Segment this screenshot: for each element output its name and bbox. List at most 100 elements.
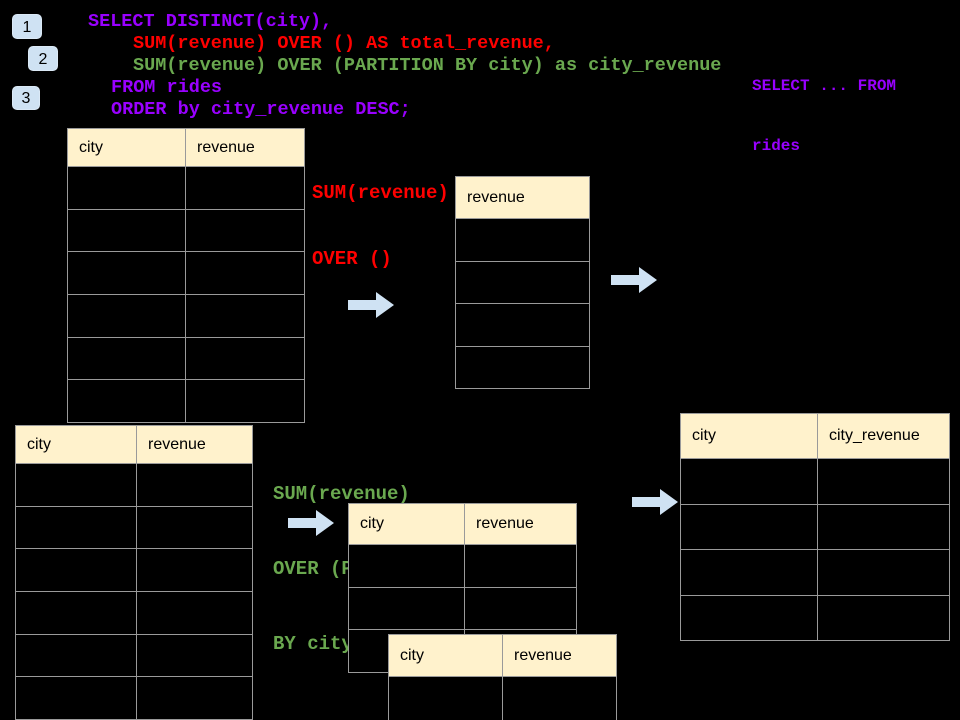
table-cell-empty — [456, 262, 589, 304]
table-cell-empty — [68, 337, 186, 380]
step-badge-2: 2 — [28, 46, 58, 71]
table-total-revenue-result: revenue — [455, 176, 590, 389]
table-cell-empty — [818, 459, 949, 504]
table-cell-empty — [137, 549, 252, 591]
arrow-partition-step-icon — [288, 510, 334, 536]
sql-line-order-by: ORDER by city_revenue DESC; — [111, 99, 411, 120]
table-row — [68, 295, 304, 338]
table-row — [681, 459, 949, 505]
table-header-row: city revenue — [68, 129, 304, 167]
table-cell-empty — [68, 167, 186, 209]
column-header-city: city — [389, 635, 503, 676]
column-header-city-revenue: city_revenue — [829, 427, 920, 444]
table-row — [16, 549, 252, 593]
table-cell-empty — [16, 549, 137, 592]
table-header-row: city revenue — [389, 635, 616, 677]
table-cell-empty — [68, 209, 186, 252]
table-row — [389, 677, 616, 720]
table-cell-empty — [681, 504, 818, 549]
table-cell-empty — [137, 592, 252, 634]
table-row — [681, 550, 949, 596]
table-header-row: city revenue — [16, 426, 252, 464]
table-cell-empty — [16, 506, 137, 549]
column-header-city: city — [349, 504, 465, 544]
column-header-revenue: revenue — [476, 515, 534, 532]
table-row — [456, 219, 589, 262]
table-cell-empty — [68, 252, 186, 295]
table-cell-empty — [503, 677, 616, 720]
table-body — [456, 219, 589, 388]
table-row — [68, 167, 304, 210]
table-row — [681, 595, 949, 640]
annotation-over-partition-line-1: SUM(revenue) — [273, 483, 410, 505]
sql-line-from: FROM rides — [111, 77, 223, 98]
annotation-over-total-line-2: OVER () — [312, 248, 392, 270]
column-header-revenue: revenue — [148, 435, 206, 453]
table-partition-group-2: city revenue — [388, 634, 617, 720]
table-cell-empty — [137, 635, 252, 677]
table-cell-empty — [16, 677, 137, 720]
table-cell-empty — [681, 550, 818, 595]
table-cell-empty — [465, 588, 576, 630]
table-cell-empty — [137, 464, 252, 506]
sql-line-city-revenue: SUM(revenue) OVER (PARTITION BY city) as… — [133, 55, 722, 76]
side-note: SELECT ... FROM rides — [752, 36, 896, 196]
sql-line-select: SELECT DISTINCT(city), — [88, 11, 333, 32]
table-cell-empty — [186, 380, 304, 422]
table-rides-source-2: city revenue — [15, 425, 253, 720]
table-cell-empty — [186, 210, 304, 252]
table-row — [349, 545, 576, 588]
table-cell-empty — [349, 545, 465, 587]
table-cell-empty — [186, 252, 304, 294]
table-row — [68, 380, 304, 423]
table-city-revenue-result: city city_revenue — [680, 413, 950, 641]
column-header-revenue: revenue — [467, 188, 525, 206]
table-cell-empty — [681, 459, 818, 504]
table-cell-empty — [681, 595, 818, 640]
table-row — [16, 634, 252, 678]
table-cell-empty — [389, 677, 503, 720]
table-cell-empty — [465, 545, 576, 587]
table-body — [16, 464, 252, 720]
table-cell-empty — [186, 295, 304, 337]
column-header-revenue: revenue — [197, 138, 255, 156]
step-badge-3: 3 — [12, 86, 40, 110]
table-cell-empty — [16, 464, 137, 506]
arrow-partition-result-icon — [632, 489, 678, 515]
column-header-city: city — [681, 414, 818, 458]
table-rides-source: city revenue — [67, 128, 305, 424]
sql-line-total-revenue: SUM(revenue) OVER () AS total_revenue, — [133, 33, 555, 54]
table-row — [456, 262, 589, 304]
table-row — [16, 506, 252, 550]
table-row — [68, 252, 304, 296]
side-note-line-2: rides — [752, 137, 801, 155]
table-row — [456, 304, 589, 347]
table-cell-empty — [818, 505, 949, 550]
table-cell-empty — [68, 380, 186, 423]
column-header-revenue: revenue — [514, 646, 572, 664]
table-cell-empty — [137, 507, 252, 549]
table-cell-empty — [16, 592, 137, 634]
table-cell-empty — [456, 304, 589, 346]
table-body — [68, 167, 304, 423]
table-cell-empty — [456, 347, 589, 389]
arrow-total-result-icon — [611, 267, 657, 293]
table-cell-empty — [456, 219, 589, 261]
table-header-row: city city_revenue — [681, 414, 949, 459]
table-header-row: city revenue — [349, 504, 576, 545]
table-row — [16, 464, 252, 507]
table-row — [349, 587, 576, 631]
step-badge-1: 1 — [12, 14, 42, 39]
column-header-city: city — [16, 426, 137, 463]
table-row — [68, 337, 304, 381]
arrow-total-step-icon — [348, 292, 394, 318]
table-cell-empty — [186, 338, 304, 380]
side-note-line-1: SELECT ... FROM — [752, 77, 897, 95]
column-header-city: city — [68, 129, 186, 166]
table-body — [681, 459, 949, 640]
table-cell-empty — [818, 550, 949, 595]
table-header-row: revenue — [456, 177, 589, 219]
annotation-over-total-line-1: SUM(revenue) — [312, 182, 449, 204]
table-cell-empty — [186, 167, 304, 209]
